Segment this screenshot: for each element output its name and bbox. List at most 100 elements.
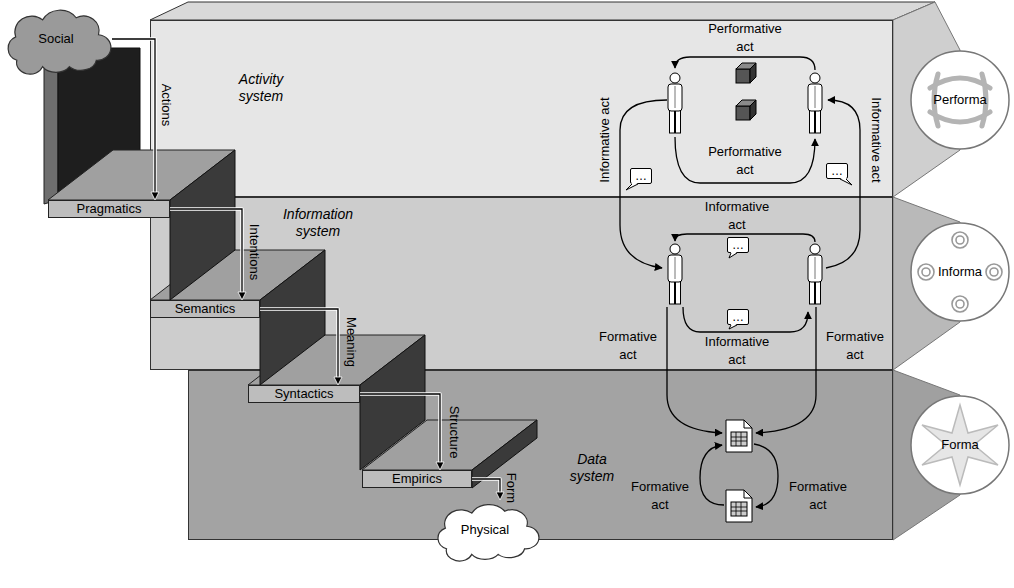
edge-label-holder: Form	[503, 473, 521, 503]
act-arrow	[756, 307, 816, 433]
act-label: Informative act	[705, 334, 769, 367]
node-text: Forma	[941, 437, 979, 453]
icon-part	[956, 300, 964, 308]
act-label-holder: Formative act	[785, 477, 851, 513]
arrow-line	[112, 39, 155, 193]
node-text: …	[831, 165, 843, 177]
bubble-tail	[729, 325, 737, 329]
band-title: Data system	[556, 451, 628, 485]
icon-part	[922, 405, 998, 485]
arrow-head	[238, 292, 246, 300]
stair-step: Empirics	[362, 470, 472, 488]
icon-part	[918, 264, 934, 280]
node-text: Syntactics	[274, 386, 333, 402]
act-label: Performative act	[708, 144, 782, 177]
act-arrow	[620, 100, 667, 268]
act-label-holder: Performative act	[700, 19, 790, 55]
node-text: Pragmatics	[76, 201, 141, 217]
cloud-path	[8, 10, 111, 74]
arrow-halo	[170, 209, 242, 293]
person-figure	[668, 244, 682, 304]
act-label-holder: Informative act	[868, 97, 886, 182]
bubble-tail	[626, 184, 638, 190]
bubble-tail	[729, 324, 737, 329]
document-grid	[731, 502, 747, 516]
stair-step: Pragmatics	[48, 200, 170, 218]
act-label: Formative act	[599, 329, 657, 362]
document-icon	[726, 490, 752, 522]
document-grid	[731, 432, 747, 446]
act-arrow	[675, 57, 815, 70]
node-text: Informa	[938, 264, 982, 280]
stair-arrow	[360, 394, 444, 470]
circle-icon	[930, 74, 990, 126]
stair-riser	[260, 250, 325, 385]
cube-face	[750, 100, 756, 120]
arrow-line	[170, 209, 242, 293]
icon-part	[990, 268, 998, 276]
stair-riser	[360, 335, 425, 470]
node-text: Social	[38, 31, 73, 47]
act-arrow	[700, 445, 724, 505]
cloud-shape: Social	[0, 5, 112, 73]
edge-label-holder: Structure	[446, 406, 464, 459]
act-arrow	[826, 100, 860, 268]
circle-path	[911, 396, 1009, 494]
icon-part	[918, 232, 1002, 312]
icon-part	[956, 236, 964, 244]
node-text: Performa	[933, 92, 986, 108]
edge-label-holder: Actions	[158, 84, 176, 127]
circle-path	[911, 51, 1009, 149]
band-title: Information system	[273, 206, 363, 240]
concept-circle: Performa	[910, 50, 1010, 150]
node-text: Empirics	[392, 471, 442, 487]
edge-label: Structure	[447, 406, 462, 459]
document-fold	[744, 420, 752, 428]
speech-bubble: …	[727, 237, 749, 253]
act-arrow	[754, 444, 778, 507]
act-label-holder: Formative act	[822, 327, 888, 363]
bubble-tail	[729, 252, 737, 258]
arrow-line	[360, 394, 440, 463]
speech-bubble: …	[826, 163, 848, 179]
cube-icon	[736, 63, 756, 83]
stair-step: Syntactics	[248, 385, 360, 403]
node-text: …	[732, 239, 744, 251]
act-arrow	[675, 234, 815, 242]
document-page	[726, 490, 752, 522]
stair-arrow	[472, 479, 504, 500]
icon-part	[986, 264, 1002, 280]
act-arrow	[683, 307, 808, 332]
act-label: Informative act	[869, 97, 884, 182]
band-title: Activity system	[226, 71, 296, 105]
arrow-halo	[360, 394, 440, 463]
bubble-tail	[840, 179, 852, 185]
act-label: Performative act	[708, 21, 782, 54]
act-label-holder: Performative act	[700, 142, 790, 178]
cloud-path	[438, 505, 539, 561]
act-label-holder: Formative act	[595, 327, 661, 363]
stair-step: Semantics	[150, 300, 260, 318]
speech-bubble: …	[630, 168, 652, 184]
act-arrow	[667, 307, 722, 433]
arrow-line	[260, 309, 338, 378]
document-icon	[726, 420, 752, 452]
person-figure	[668, 73, 682, 133]
speech-bubble: …	[727, 309, 749, 325]
arrow-halo	[472, 479, 500, 493]
cube-face	[750, 63, 756, 83]
arrow-head	[496, 492, 504, 500]
bubble-tail	[840, 178, 852, 185]
edge-label: Meaning	[344, 317, 359, 367]
stair-riser	[170, 150, 235, 300]
arrow-halo	[112, 39, 155, 193]
node-text: Semantics	[175, 301, 236, 317]
arrow-head	[334, 377, 342, 385]
stair-arrow	[170, 209, 246, 300]
icon-part	[952, 296, 968, 312]
act-label: Formative act	[789, 479, 847, 512]
act-label: Informative act	[597, 97, 612, 182]
cube-face	[736, 69, 750, 83]
act-label-holder: Formative act	[627, 477, 693, 513]
